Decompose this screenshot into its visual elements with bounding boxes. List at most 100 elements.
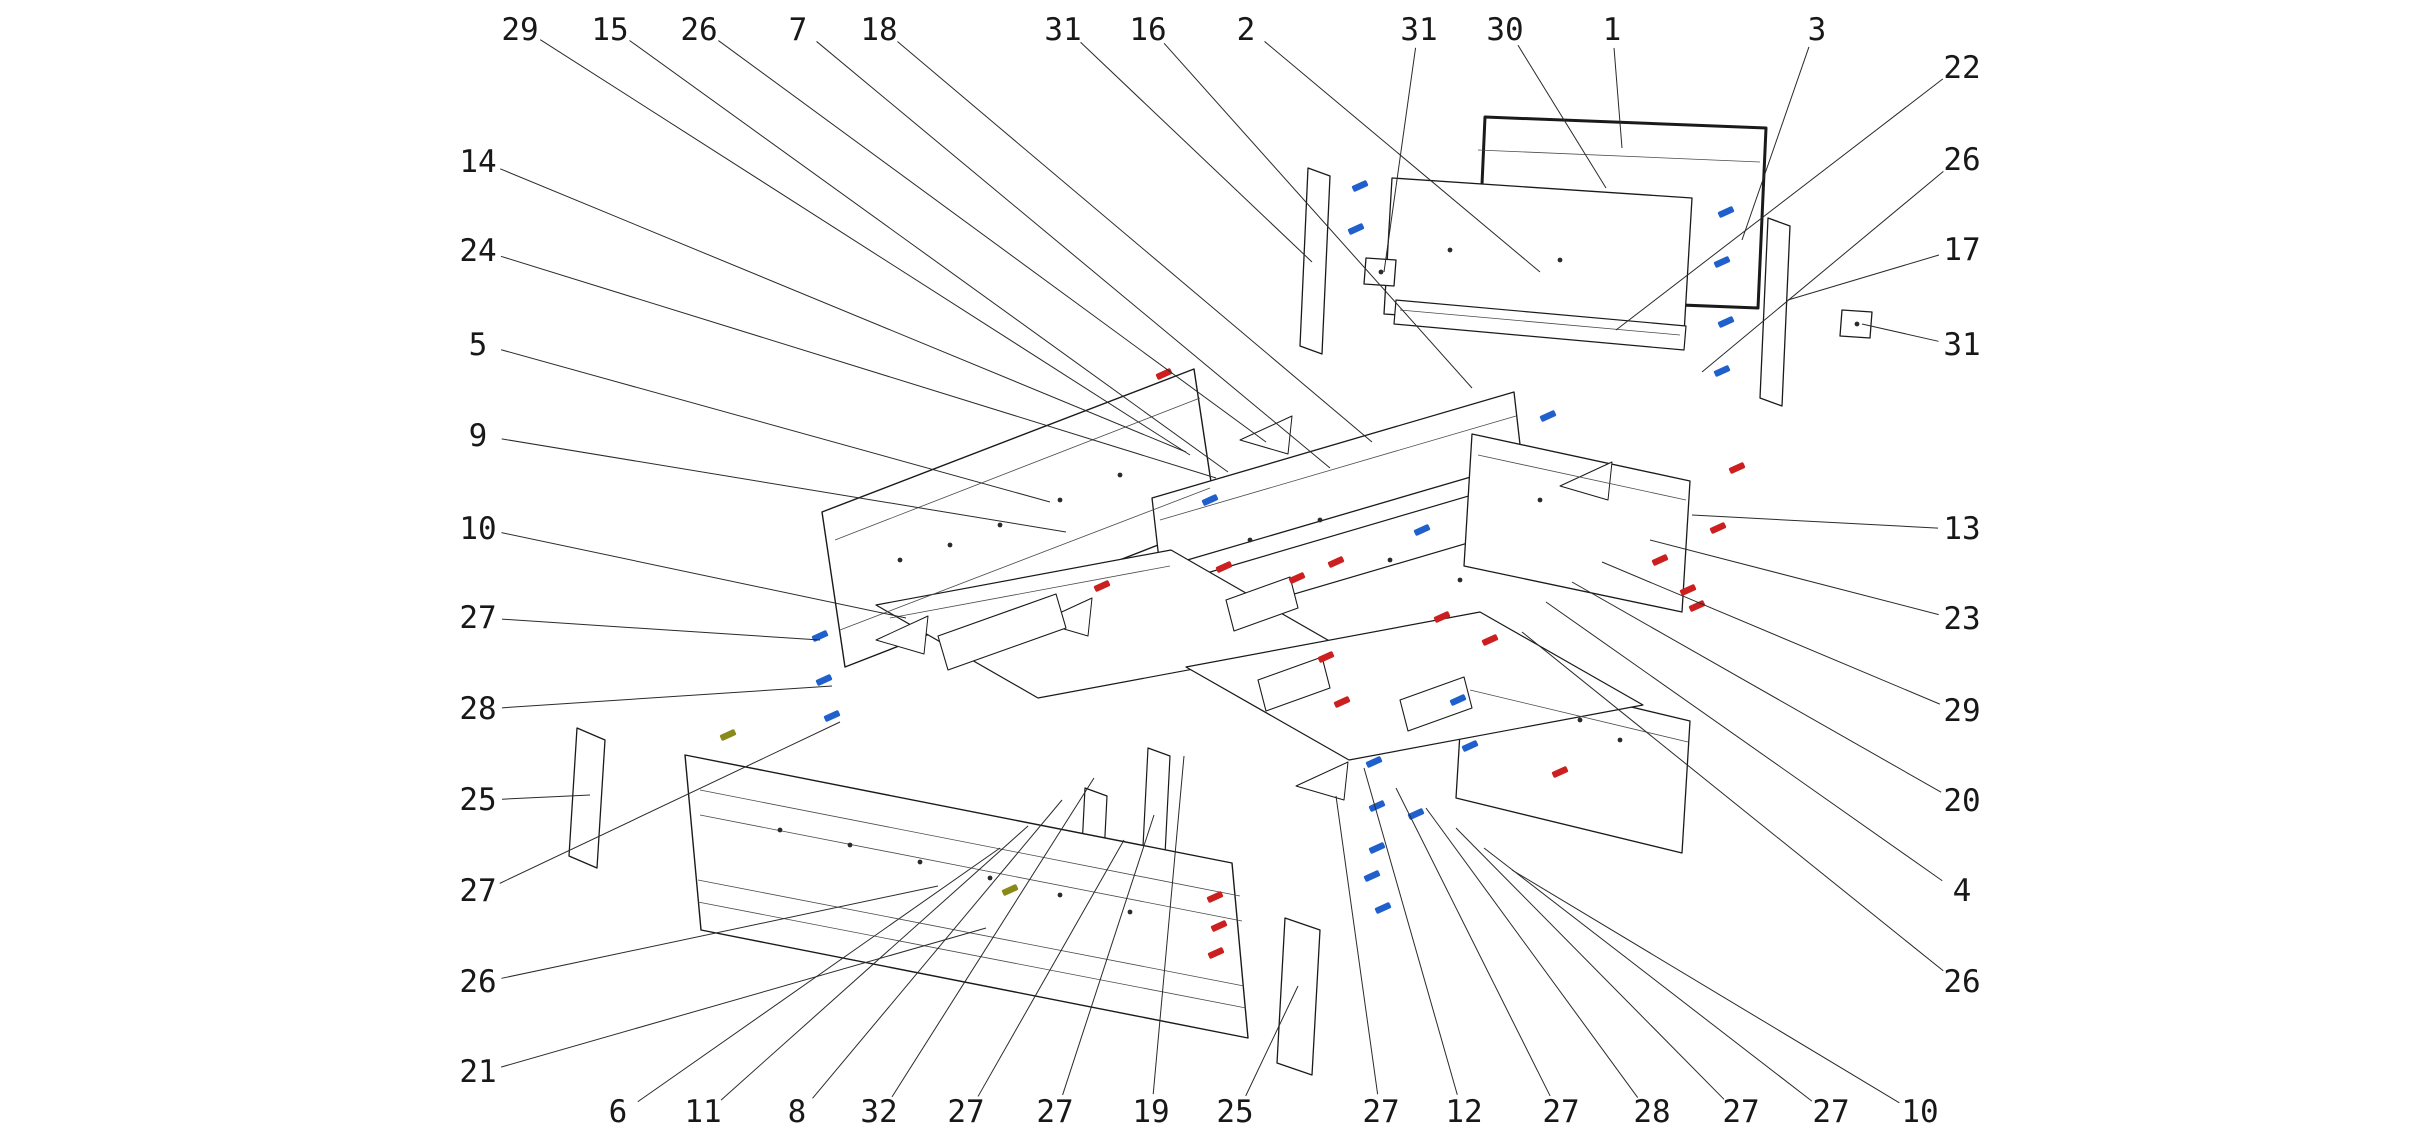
callout-label-3: 3 bbox=[1808, 12, 1827, 48]
leader-line-2 bbox=[1264, 41, 1541, 273]
panel-divider-panel-1 bbox=[937, 593, 1067, 671]
fastener-mark-red bbox=[1093, 580, 1111, 592]
fastener-mark-blue bbox=[1461, 740, 1479, 752]
callout-label-27: 27 bbox=[1036, 1094, 1073, 1130]
drill-hole-mark bbox=[1247, 537, 1253, 543]
leader-line-17 bbox=[1787, 254, 1940, 301]
drill-hole-mark bbox=[997, 522, 1003, 528]
leader-line-10 bbox=[501, 532, 907, 619]
fastener-mark-red bbox=[1728, 462, 1746, 474]
fastener-mark-red bbox=[1207, 947, 1225, 959]
leader-line-11 bbox=[720, 825, 1029, 1101]
callout-label-21: 21 bbox=[459, 1054, 496, 1090]
fastener-mark-blue bbox=[1351, 180, 1369, 192]
leader-line-20 bbox=[1571, 581, 1942, 793]
panel-right-upper-panel bbox=[1463, 433, 1691, 613]
callout-label-7: 7 bbox=[789, 12, 808, 48]
fastener-mark-blue bbox=[1717, 206, 1735, 218]
leader-line-4 bbox=[1545, 601, 1943, 882]
callout-label-30: 30 bbox=[1486, 12, 1523, 48]
callout-label-16: 16 bbox=[1129, 12, 1166, 48]
callout-label-31: 31 bbox=[1943, 327, 1980, 363]
panel-post-strip-right bbox=[1759, 217, 1791, 407]
fastener-mark-red bbox=[1651, 554, 1669, 566]
panel-front-panel bbox=[684, 754, 1249, 1039]
callout-label-12: 12 bbox=[1445, 1094, 1482, 1130]
callout-label-9: 9 bbox=[469, 418, 488, 454]
fastener-mark-blue bbox=[1374, 902, 1392, 914]
fastener-mark-red bbox=[1327, 556, 1345, 568]
fastener-mark-red bbox=[1210, 920, 1228, 932]
panel-detail-line bbox=[839, 487, 1211, 631]
fastener-mark-red bbox=[1551, 766, 1569, 778]
leader-line-22 bbox=[1615, 78, 1944, 331]
drill-hole-mark bbox=[1447, 247, 1453, 253]
leader-line-28 bbox=[501, 685, 833, 709]
leader-line-9 bbox=[501, 438, 1067, 533]
fastener-mark-blue bbox=[1201, 494, 1219, 506]
callout-label-20: 20 bbox=[1943, 783, 1980, 819]
leader-line-27 bbox=[1483, 847, 1813, 1102]
callout-label-26: 26 bbox=[1943, 142, 1980, 178]
callout-label-29: 29 bbox=[501, 12, 538, 48]
callout-label-17: 17 bbox=[1943, 232, 1980, 268]
callout-label-1: 1 bbox=[1603, 12, 1622, 48]
fastener-mark-red bbox=[1288, 572, 1306, 584]
leader-line-5 bbox=[501, 349, 1051, 503]
callout-label-27: 27 bbox=[1812, 1094, 1849, 1130]
callout-label-27: 27 bbox=[1542, 1094, 1579, 1130]
fastener-mark-blue bbox=[1368, 842, 1386, 854]
leader-line-31 bbox=[1080, 41, 1313, 263]
drill-hole-mark bbox=[1127, 909, 1133, 915]
fastener-mark-blue bbox=[823, 710, 841, 722]
callout-label-19: 19 bbox=[1132, 1094, 1169, 1130]
panel-divider-panel-3 bbox=[1257, 656, 1331, 712]
leader-line-7 bbox=[816, 41, 1331, 469]
leader-line-27 bbox=[977, 839, 1125, 1097]
leader-line-25 bbox=[1245, 985, 1299, 1097]
panel-detail-line bbox=[699, 789, 1241, 897]
callout-label-10: 10 bbox=[1901, 1094, 1938, 1130]
fastener-mark-blue bbox=[1539, 410, 1557, 422]
panel-detail-line bbox=[834, 397, 1201, 541]
callout-label-26: 26 bbox=[1943, 964, 1980, 1000]
drill-hole-mark bbox=[1854, 321, 1860, 327]
fastener-mark-blue bbox=[811, 630, 829, 642]
drill-hole-mark bbox=[947, 542, 953, 548]
callout-label-10: 10 bbox=[459, 511, 496, 547]
fastener-mark-red bbox=[1215, 561, 1233, 573]
callout-label-25: 25 bbox=[1216, 1094, 1253, 1130]
leader-line-28 bbox=[1425, 807, 1639, 1098]
drill-hole-mark bbox=[1617, 737, 1623, 743]
callout-label-32: 32 bbox=[860, 1094, 897, 1130]
leader-line-3 bbox=[1741, 46, 1810, 241]
fastener-mark-blue bbox=[1717, 316, 1735, 328]
callout-label-23: 23 bbox=[1943, 601, 1980, 637]
fastener-mark-blue bbox=[1365, 756, 1383, 768]
panel-detail-line bbox=[889, 565, 1171, 619]
fastener-mark-red bbox=[1317, 651, 1335, 663]
callout-label-26: 26 bbox=[459, 964, 496, 1000]
callout-label-27: 27 bbox=[459, 600, 496, 636]
drill-hole-mark bbox=[1378, 269, 1384, 275]
leader-line-27 bbox=[501, 618, 821, 641]
leader-line-19 bbox=[1152, 755, 1185, 1095]
leader-line-8 bbox=[812, 799, 1063, 1099]
leader-line-31 bbox=[1861, 323, 1939, 342]
fastener-mark-blue bbox=[1713, 256, 1731, 268]
drill-hole-mark bbox=[1387, 557, 1393, 563]
callout-label-25: 25 bbox=[459, 782, 496, 818]
leader-line-23 bbox=[1649, 539, 1939, 616]
panel-detail-line bbox=[1159, 415, 1517, 521]
callout-label-27: 27 bbox=[947, 1094, 984, 1130]
fastener-mark-red bbox=[1333, 696, 1351, 708]
leader-line-16 bbox=[1163, 43, 1473, 389]
panel-side-board-left bbox=[568, 727, 606, 869]
leader-line-21 bbox=[500, 927, 987, 1068]
panel-detail-line bbox=[1477, 454, 1687, 501]
fastener-mark-red bbox=[1709, 522, 1727, 534]
panel-support-bracket-5 bbox=[1559, 461, 1613, 501]
callout-label-5: 5 bbox=[469, 327, 488, 363]
panel-divider-panel-2 bbox=[1225, 576, 1299, 632]
fastener-mark-blue bbox=[1413, 524, 1431, 536]
